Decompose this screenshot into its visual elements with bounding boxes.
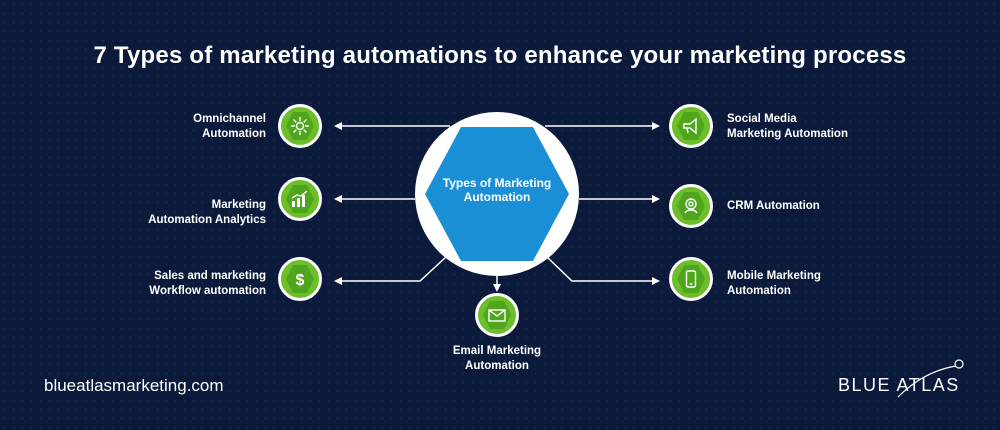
label-workflow-line1: Sales and marketing xyxy=(154,270,266,282)
hub-label: Types of Marketing Automation xyxy=(425,176,569,204)
node-email xyxy=(475,293,519,337)
mobile-phone-icon xyxy=(685,270,697,288)
label-email-line1: Email Marketing xyxy=(452,345,542,357)
label-crm: CRM Automation xyxy=(727,199,897,214)
label-analytics-line2: Automation Analytics xyxy=(148,214,266,226)
label-omnichannel-line1: Omnichannel xyxy=(193,113,266,125)
label-crm-line1: CRM Automation xyxy=(727,200,820,212)
label-social-line1: Social Media xyxy=(727,113,797,125)
page-title: 7 Types of marketing automations to enha… xyxy=(93,42,907,69)
dollar-icon: $ xyxy=(296,272,305,289)
label-analytics: Marketing Automation Analytics xyxy=(100,198,266,228)
connector-workflow xyxy=(334,256,447,285)
svg-text:$: $ xyxy=(296,272,305,289)
envelope-icon xyxy=(488,309,506,322)
omnichannel-icon xyxy=(291,117,309,135)
crm-gear-icon xyxy=(684,198,698,214)
label-workflow-line2: Workflow automation xyxy=(149,285,266,297)
label-email-line2: Automation xyxy=(465,360,529,372)
label-mobile: Mobile Marketing Automation xyxy=(727,269,897,299)
node-mobile xyxy=(669,257,713,301)
label-omnichannel: Omnichannel Automation xyxy=(120,112,266,142)
label-mobile-line1: Mobile Marketing xyxy=(727,270,821,282)
footer-url: blueatlasmarketing.com xyxy=(44,376,224,395)
analytics-chart-icon xyxy=(291,190,308,207)
logo-swoosh-icon xyxy=(897,359,964,398)
node-workflow: $ xyxy=(278,257,322,301)
label-analytics-line1: Marketing xyxy=(211,199,266,211)
label-email: Email Marketing Automation xyxy=(417,344,577,374)
hub-label-line2: Automation xyxy=(463,190,531,204)
connector-mobile xyxy=(546,256,660,285)
brand-logo-text: BLUE ATLAS xyxy=(838,375,960,395)
node-omnichannel xyxy=(278,104,322,148)
label-omnichannel-line2: Automation xyxy=(202,128,266,140)
node-crm xyxy=(669,184,713,228)
label-mobile-line2: Automation xyxy=(727,285,791,297)
hub-label-line1: Types of Marketing xyxy=(442,176,552,190)
node-analytics xyxy=(278,177,322,221)
label-workflow: Sales and marketing Workflow automation xyxy=(100,269,266,299)
megaphone-icon xyxy=(683,117,697,135)
label-social: Social Media Marketing Automation xyxy=(727,112,897,142)
label-social-line2: Marketing Automation xyxy=(727,128,848,140)
node-social xyxy=(669,104,713,148)
brand-logo: BLUE ATLAS xyxy=(838,357,968,402)
